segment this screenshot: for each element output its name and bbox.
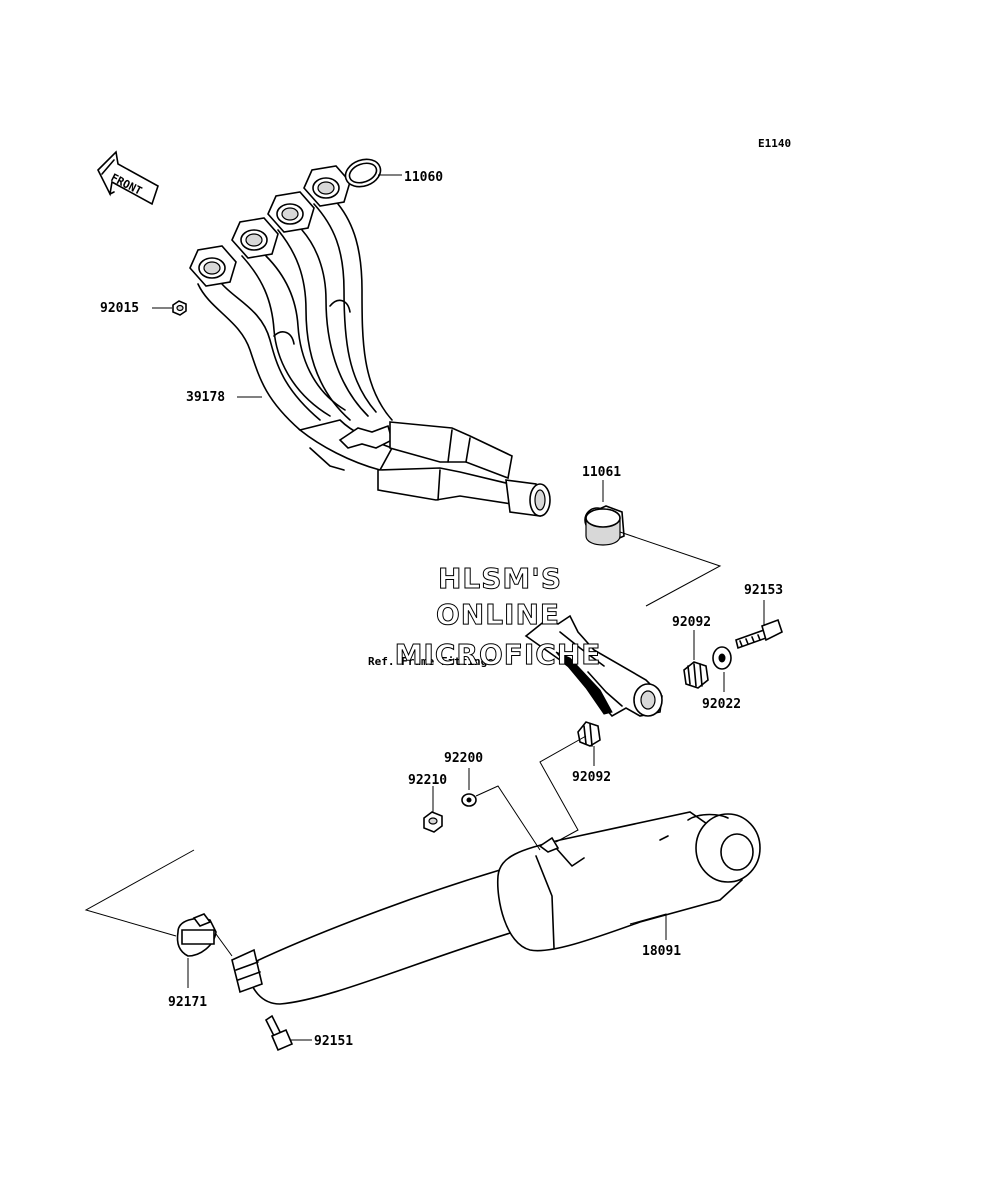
part-label-92171: 92171 (168, 995, 207, 1010)
part-label-92092-upper: 92092 (672, 615, 711, 630)
diagram-code: E1140 (758, 137, 791, 150)
bracket-drawing (524, 614, 663, 718)
part-label-92153: 92153 (744, 583, 783, 598)
part-label-92210: 92210 (408, 773, 447, 788)
small-nut-drawing (423, 811, 443, 833)
leader-lines (84, 174, 765, 1041)
part-label-11061: 11061 (582, 465, 621, 480)
watermark-line-3: MICROFICHE (395, 638, 602, 671)
pipe-sleeve-drawing (231, 948, 263, 994)
part-label-92092-lower: 92092 (572, 770, 611, 785)
muffler-drawing (245, 811, 761, 1005)
collar-gasket-drawing (584, 505, 625, 546)
watermark-line-1: HLSM'S (438, 562, 562, 595)
part-label-39178: 39178 (186, 390, 225, 405)
clamp-drawing (176, 913, 217, 957)
clamp-bolt-drawing (264, 1014, 294, 1052)
part-label-92200: 92200 (444, 751, 483, 766)
small-washer-drawing (461, 793, 477, 807)
part-label-92022: 92022 (702, 697, 741, 712)
header-nut-drawing (172, 300, 187, 316)
front-arrow-icon (97, 150, 159, 206)
damper-lower-drawing (577, 721, 601, 747)
watermark: HLSM'S ONLINE MICROFICHE (394, 562, 602, 672)
bracket-bolt-drawing (735, 618, 783, 650)
part-label-18091: 18091 (642, 944, 681, 959)
watermark-line-2: ONLINE (436, 598, 560, 631)
bracket-washer-drawing (712, 646, 732, 670)
part-label-92015: 92015 (100, 301, 139, 316)
gasket-ring-drawing (344, 158, 382, 188)
part-label-11060: 11060 (404, 170, 443, 185)
header-pipe-drawing (189, 165, 551, 517)
damper-upper-drawing (683, 661, 709, 689)
reference-note: Ref. Frame Fittings (368, 655, 494, 668)
part-label-92151: 92151 (314, 1034, 353, 1049)
